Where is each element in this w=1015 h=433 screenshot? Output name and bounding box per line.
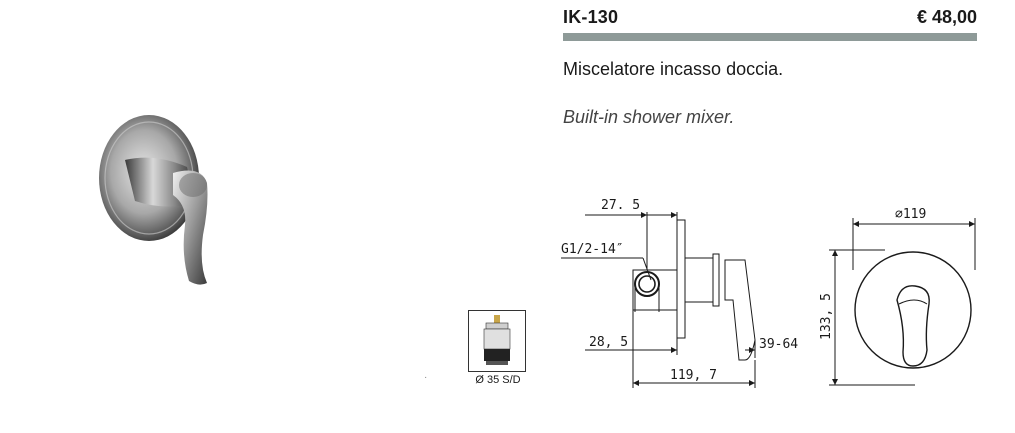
dim-top-label: 27. 5 bbox=[601, 198, 640, 213]
dim-length-label: 119, 7 bbox=[670, 368, 717, 383]
cartridge-box bbox=[468, 310, 526, 372]
front-lever-shape bbox=[896, 285, 930, 367]
dim-left-bottom-label: 28, 5 bbox=[589, 335, 628, 350]
cartridge-label: Ø 35 S/D bbox=[475, 374, 521, 386]
dim-height-label: 133, 5 bbox=[819, 293, 834, 340]
description-italian: Miscelatore incasso doccia. bbox=[563, 59, 784, 79]
dim-diameter-label: ⌀119 bbox=[895, 207, 926, 222]
description-english: Built-in shower mixer. bbox=[563, 107, 735, 127]
wall-plate-profile bbox=[676, 219, 686, 339]
mixer-lever-shape bbox=[173, 170, 208, 285]
cartridge-icon bbox=[483, 315, 511, 365]
dim-thread-label: G1/2-14″ bbox=[561, 242, 624, 257]
stray-mark: · bbox=[424, 372, 428, 383]
product-photo bbox=[99, 115, 208, 285]
lever-profile bbox=[724, 259, 756, 361]
dim-adjust-label: 39-64 bbox=[759, 337, 798, 352]
side-view-drawing: 27. 5 G1/2-14″ 28, 5 39-64 119, 7 bbox=[561, 198, 798, 388]
header-divider-bar bbox=[563, 33, 977, 41]
product-price: € 48,00 bbox=[916, 7, 977, 27]
front-view-drawing: ⌀119 133, 5 bbox=[819, 207, 976, 386]
product-code: IK-130 bbox=[563, 7, 619, 27]
